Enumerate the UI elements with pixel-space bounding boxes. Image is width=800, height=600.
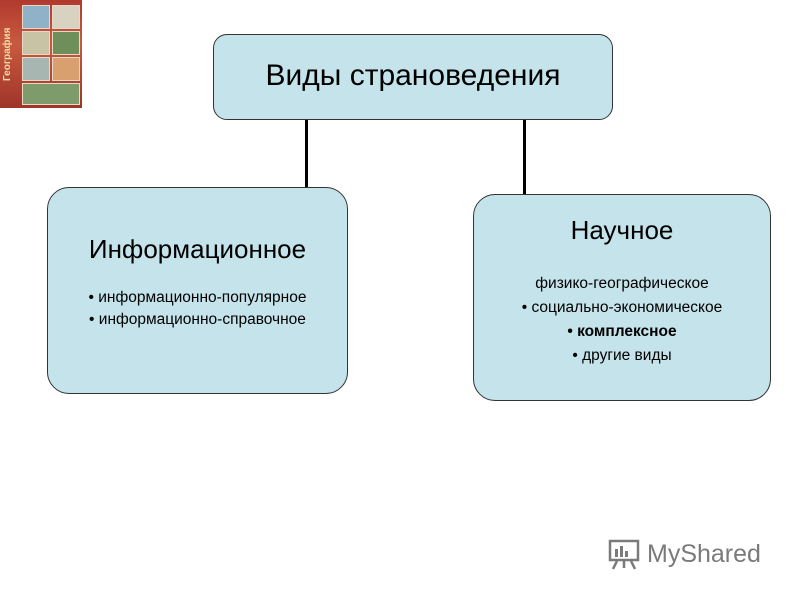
- connector-line-left: [305, 120, 308, 187]
- connector-line-right: [523, 120, 526, 194]
- left-node-title: Информационное: [88, 234, 307, 264]
- root-node: Виды страноведения: [213, 34, 613, 120]
- myshared-watermark: MyShared: [607, 536, 761, 572]
- cover-photo: [52, 31, 80, 55]
- cover-photo: [52, 57, 80, 81]
- book-cover-thumbnail: География: [0, 0, 82, 108]
- cover-photo: [52, 5, 80, 29]
- cover-photo: [22, 83, 80, 105]
- right-node-item: • другие виды: [572, 347, 672, 364]
- left-node-informational: Информационное • информационно-популярно…: [47, 187, 348, 394]
- left-node-item: • информационно-популярное: [88, 289, 307, 306]
- cover-photo: [22, 57, 50, 81]
- root-node-title: Виды страноведения: [265, 59, 561, 92]
- right-node-item: • социально-экономическое: [521, 299, 723, 316]
- right-node-scientific: Научное физико-географическое • социальн…: [473, 194, 771, 401]
- cover-photo: [22, 5, 50, 29]
- right-node-item: физико-географическое: [535, 275, 709, 292]
- presentation-board-icon: [608, 539, 640, 570]
- left-node-item: • информационно-справочное: [89, 311, 306, 328]
- watermark-text: MyShared: [647, 539, 761, 568]
- book-cover-title: География: [2, 27, 13, 81]
- right-node-title: Научное: [570, 215, 674, 245]
- cover-photo: [22, 31, 50, 55]
- right-node-item-highlighted: • комплексное: [567, 323, 677, 340]
